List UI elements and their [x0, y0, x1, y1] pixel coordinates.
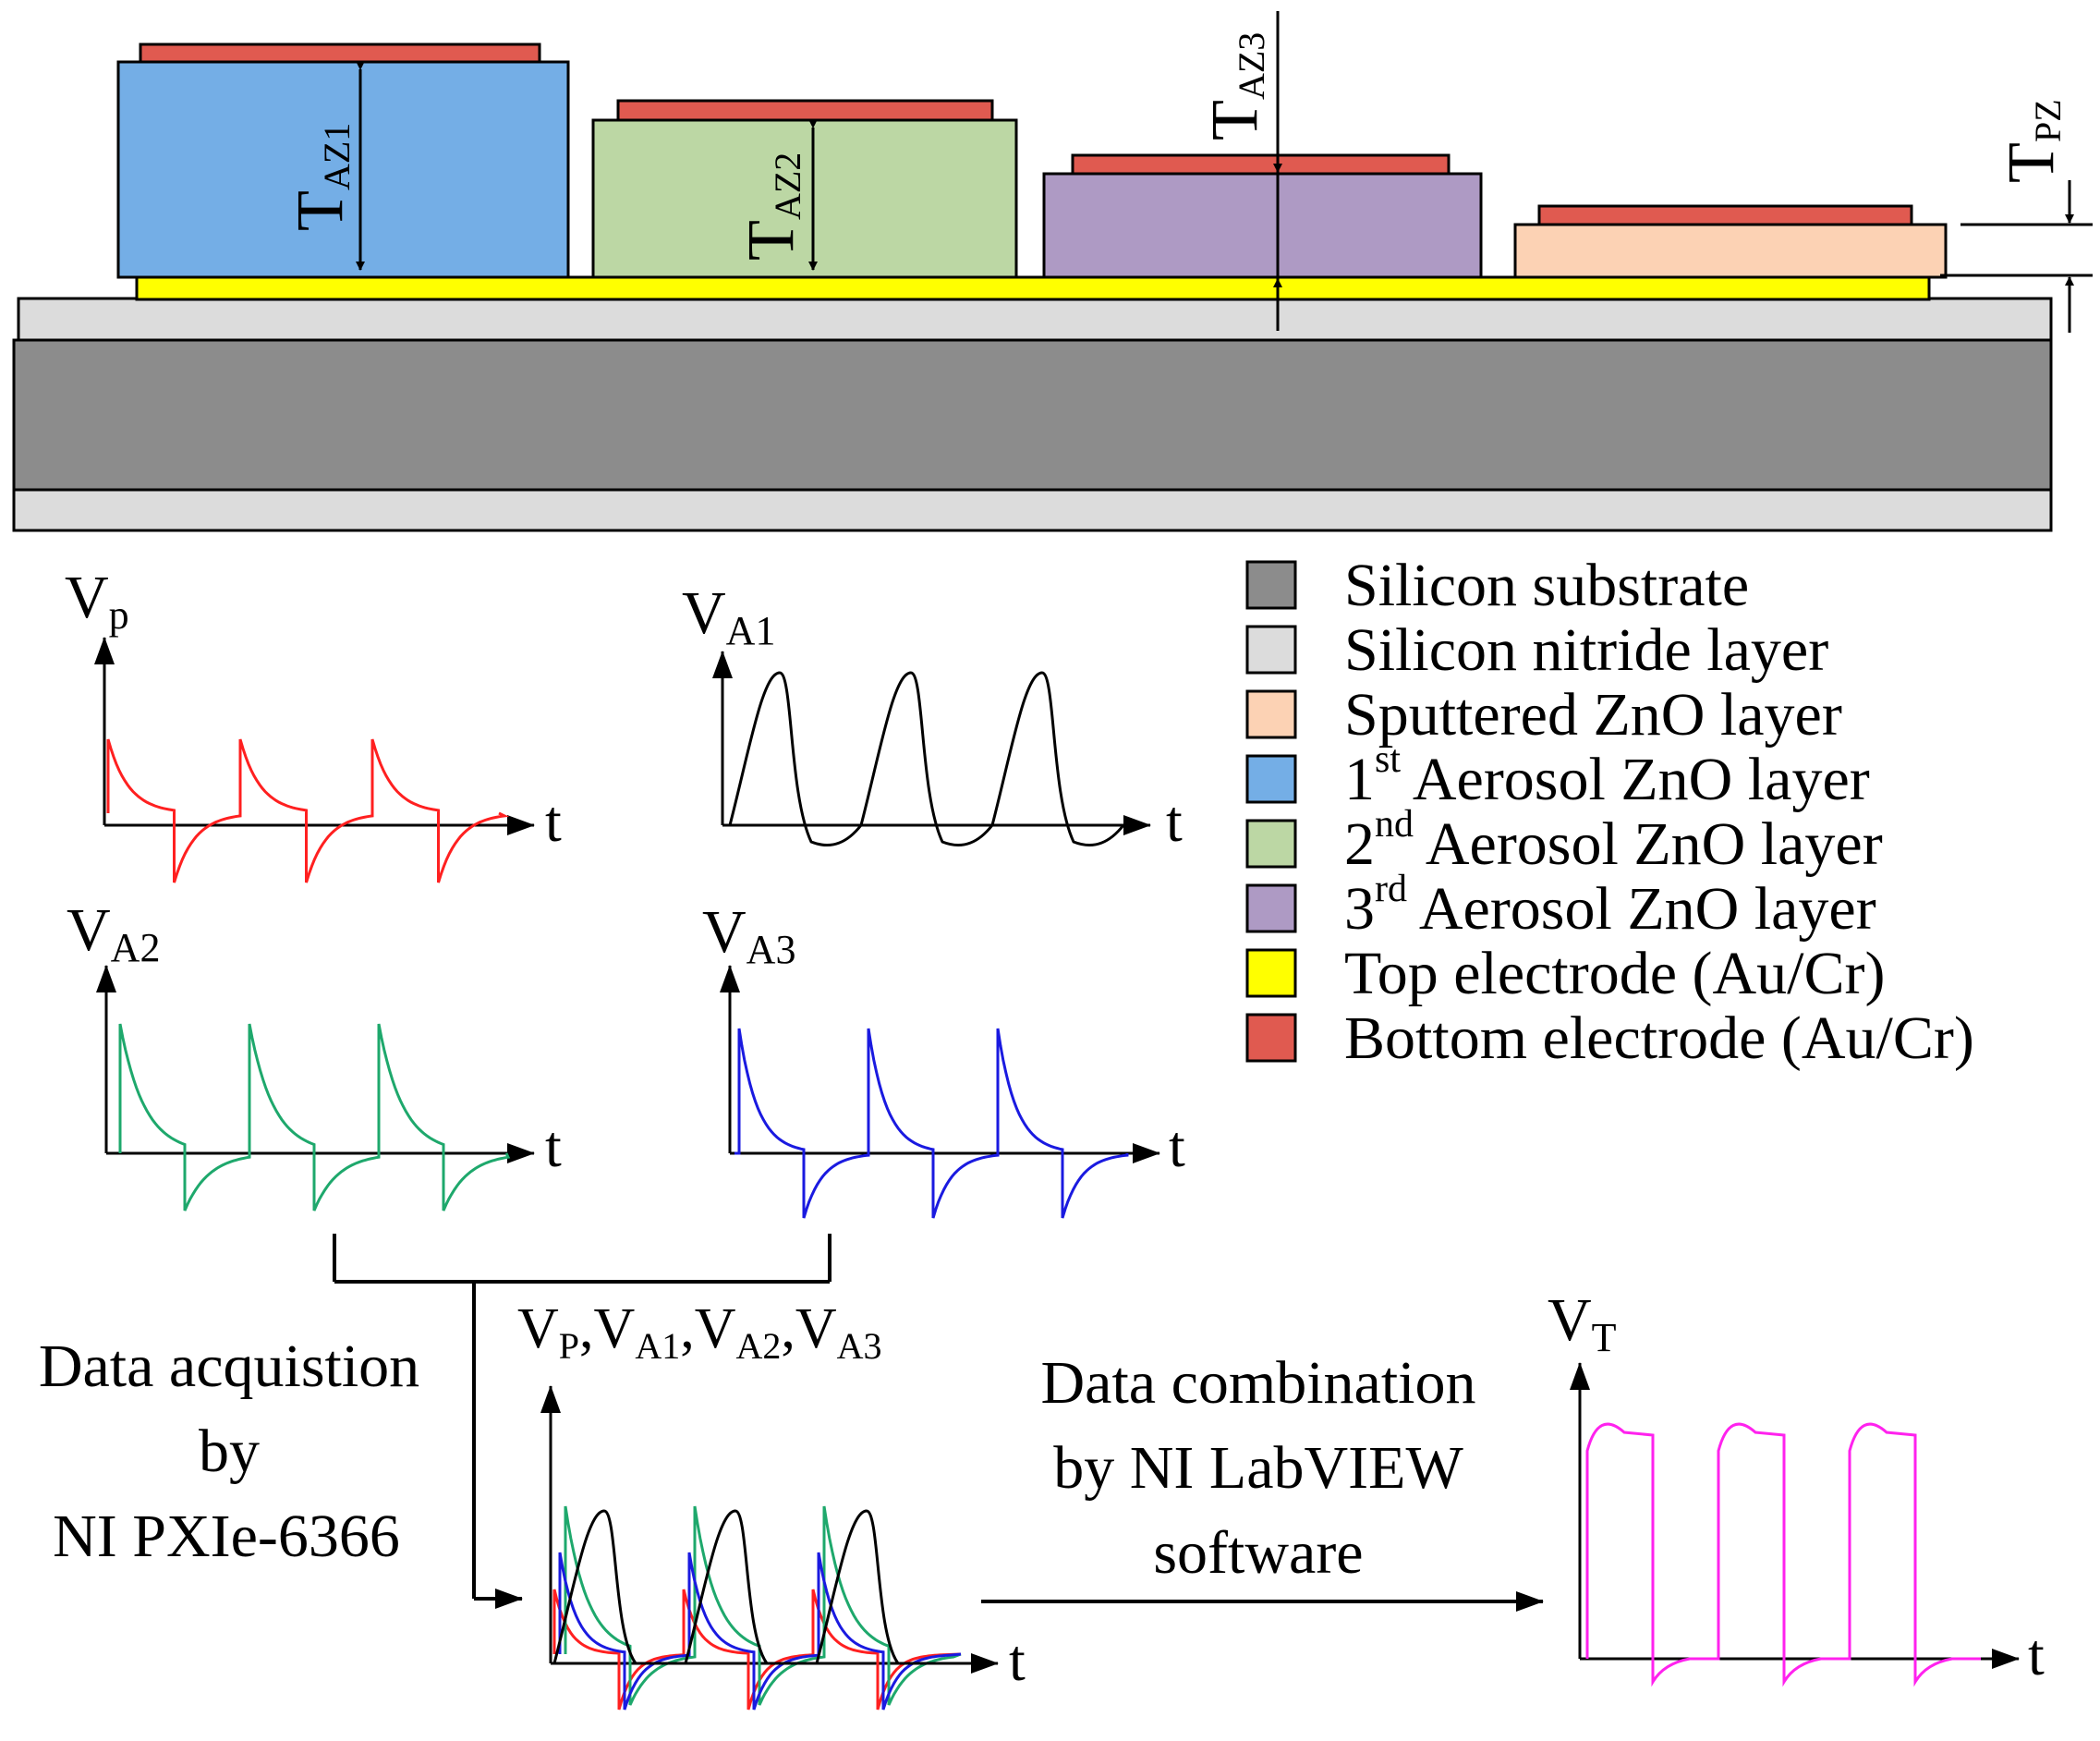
plot-vp: Vp t	[65, 564, 562, 883]
plot-va1: VA1 t	[682, 579, 1183, 854]
combined-va1-waveform	[552, 1509, 961, 1665]
plot-vt: VT t	[1548, 1286, 2045, 1687]
legend-label-aerosol1: 1st Aerosol ZnO layer	[1344, 738, 1870, 813]
legend-swatch-bottom_electrode	[1245, 1013, 1297, 1063]
combination-note-line1: Data combination	[1040, 1349, 1475, 1417]
legend-swatch-sputtered_zno	[1245, 689, 1297, 739]
legend-swatch-aerosol1	[1245, 754, 1297, 804]
top-electrode-strip	[135, 275, 1931, 301]
legend-swatch-substrate	[1245, 560, 1297, 610]
dimension-tpz: TPZ	[1940, 99, 2093, 333]
plot-va3-ylabel: VA3	[702, 898, 795, 972]
acquisition-note-line1: Data acquistion	[39, 1333, 419, 1400]
dimension-taz1: TAZ1	[283, 61, 365, 271]
acquisition-note-line3: NI PXIe-6366	[53, 1503, 400, 1570]
legend-label-aerosol2: 2nd Aerosol ZnO layer	[1344, 803, 1883, 878]
legend-label-aerosol3: 3rd Aerosol ZnO layer	[1344, 868, 1876, 943]
electrode-pad-3	[1071, 153, 1451, 176]
silicon-substrate	[12, 338, 2053, 492]
plot-va3-xlabel: t	[1169, 1114, 1185, 1179]
dimension-taz2-label: TAZ2	[734, 152, 808, 261]
legend-swatch-nitride	[1245, 625, 1297, 675]
plot-va2: VA2 t	[67, 896, 562, 1211]
legend-label-substrate: Silicon substrate	[1344, 552, 1749, 619]
plot-va1-ylabel: VA1	[682, 579, 775, 653]
plot-va3: VA3 t	[702, 898, 1185, 1219]
legend-swatch-top_electrode	[1245, 948, 1297, 998]
va2-waveform	[118, 1023, 511, 1211]
acquisition-note-line2: by	[199, 1418, 260, 1485]
dimension-taz2: TAZ2	[734, 119, 818, 271]
dimension-taz3-label: TAZ3	[1197, 32, 1272, 140]
combined-va3-waveform	[558, 1552, 962, 1711]
va1-waveform	[728, 671, 1127, 846]
aerosol-zno-layer-3	[1042, 172, 1483, 279]
plot-combined-xlabel: t	[1009, 1627, 1026, 1693]
legend-label-nitride: Silicon nitride layer	[1344, 616, 1828, 684]
electrode-pad-1	[139, 43, 541, 64]
dimension-tpz-label: TPZ	[1994, 99, 2069, 183]
nitride-layer-top	[17, 297, 2053, 342]
dimension-taz1-label: TAZ1	[283, 123, 358, 231]
combined-vp-waveform	[552, 1589, 962, 1711]
legend-swatch-aerosol2	[1245, 819, 1297, 869]
legend-swatch-aerosol3	[1245, 883, 1297, 933]
legend-label-top_electrode: Top electrode (Au/Cr)	[1344, 940, 1886, 1007]
dimension-taz3: TAZ3	[1197, 11, 1282, 331]
combination-note-line2: by NI LabVIEW	[1053, 1434, 1463, 1502]
nitride-layer-bottom	[12, 488, 2053, 532]
electrode-pad-2	[616, 99, 994, 122]
vt-waveform	[1585, 1422, 1981, 1687]
device-cross-section: TAZ1 TAZ2 TAZ3 TPZ	[12, 11, 2093, 532]
sputtered-zno-layer	[1513, 223, 1948, 279]
plot-vp-xlabel: t	[545, 788, 562, 854]
aerosol-zno-layer-2	[591, 118, 1018, 279]
plot-vt-xlabel: t	[2028, 1622, 2045, 1687]
plot-combined: VP,VA1,VA2,VA3 t	[517, 1297, 1026, 1711]
acquisition-connector	[333, 1234, 832, 1609]
vp-waveform	[106, 738, 510, 883]
electrode-pad-4	[1537, 204, 1913, 226]
plot-va2-xlabel: t	[545, 1114, 562, 1179]
plot-combined-ylabel: VP,VA1,VA2,VA3	[517, 1297, 882, 1367]
plot-va2-ylabel: VA2	[67, 896, 160, 970]
plot-va1-xlabel: t	[1166, 788, 1183, 854]
aerosol-zno-layer-1	[116, 60, 570, 279]
legend-label-bottom_electrode: Bottom electrode (Au/Cr)	[1344, 1004, 1974, 1072]
combination-note-line3: software	[1153, 1519, 1363, 1587]
plot-vp-ylabel: Vp	[65, 564, 129, 638]
plot-vt-ylabel: VT	[1548, 1286, 1617, 1360]
va3-waveform	[734, 1028, 1129, 1219]
legend-label-sputtered_zno: Sputtered ZnO layer	[1344, 681, 1842, 749]
